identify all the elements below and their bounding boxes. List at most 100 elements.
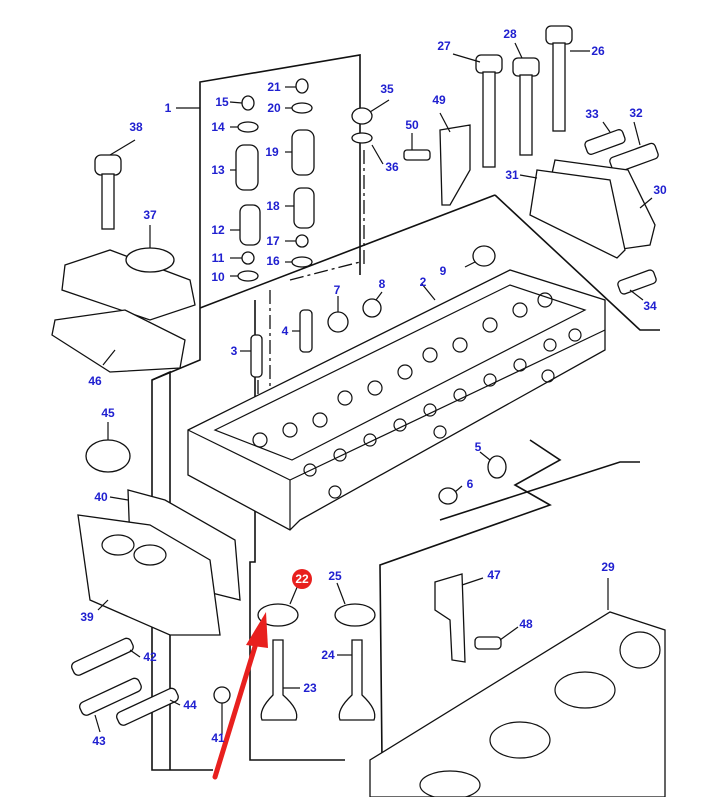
part-label-16-spring-seat[interactable]: 16 [266, 254, 280, 268]
assembly-boundary [439, 461, 640, 521]
part-label-46-outlet-gasket[interactable]: 46 [88, 374, 102, 388]
part-label-40-thermostat-gasket[interactable]: 40 [94, 490, 108, 504]
gasket-bores [419, 631, 661, 797]
part-label-49-lifting-bracket[interactable]: 49 [432, 93, 446, 107]
part-label-12-inner-valve-spring[interactable]: 12 [211, 223, 225, 237]
part-label-35-plug[interactable]: 35 [380, 82, 394, 96]
part-label-10-spring-seat[interactable]: 10 [211, 270, 225, 284]
cover-gasket [529, 169, 626, 259]
part-label-18-inner-valve-spring[interactable]: 18 [266, 199, 280, 213]
part-label-19-outer-valve-spring[interactable]: 19 [265, 145, 279, 159]
part-label-23-intake-valve[interactable]: 23 [303, 681, 317, 695]
part-label-7-plug[interactable]: 7 [333, 283, 341, 297]
plug [472, 245, 496, 267]
part-label-14-spring-retainer[interactable]: 14 [211, 120, 225, 134]
assembly-boundary [379, 439, 562, 761]
part-label-22-valve-seat-insert[interactable]: 22 [292, 569, 312, 589]
part-label-39-thermostat-housing[interactable]: 39 [80, 610, 94, 624]
lifting-bracket [439, 124, 471, 206]
housing-port [133, 544, 167, 566]
part-label-41-plug[interactable]: 41 [211, 731, 225, 745]
part-label-9-plug[interactable]: 9 [439, 264, 447, 278]
plug [362, 298, 382, 318]
plug [351, 107, 373, 125]
part-label-42-bolt[interactable]: 42 [143, 650, 157, 664]
bolt [101, 173, 115, 230]
plug [327, 311, 349, 333]
part-label-50-bolt[interactable]: 50 [405, 118, 419, 132]
part-label-45-thermostat[interactable]: 45 [101, 406, 115, 420]
valve-seat-insert [334, 603, 376, 627]
part-label-28-head-bolt[interactable]: 28 [503, 27, 517, 41]
plug [438, 487, 458, 505]
assembly-boundary [199, 54, 361, 275]
cylinder-head [187, 269, 606, 531]
part-label-48-bolt[interactable]: 48 [519, 617, 533, 631]
part-label-26-head-bolt[interactable]: 26 [591, 44, 605, 58]
housing-port [101, 534, 135, 556]
part-label-47-lifting-bracket[interactable]: 47 [487, 568, 501, 582]
water-outlet-housing [61, 249, 196, 321]
bolt [79, 677, 142, 716]
part-label-36-washer[interactable]: 36 [385, 160, 399, 174]
part-label-29-head-gasket[interactable]: 29 [601, 560, 615, 574]
thermostat [85, 439, 131, 473]
part-label-20-spring-retainer[interactable]: 20 [267, 101, 281, 115]
part-label-27-head-bolt[interactable]: 27 [437, 39, 451, 53]
part-label-3-valve-guide[interactable]: 3 [230, 344, 238, 358]
bolt [94, 154, 122, 176]
outlet-gasket [51, 309, 186, 373]
part-label-37-water-outlet-housing[interactable]: 37 [143, 208, 157, 222]
part-label-1-cylinder-head-assembly[interactable]: 1 [164, 101, 172, 115]
part-label-31-cover-gasket[interactable]: 31 [505, 168, 519, 182]
part-label-32-bolt[interactable]: 32 [629, 106, 643, 120]
head-bolts [475, 25, 573, 168]
head-gasket [369, 611, 666, 797]
valve-guide [250, 334, 263, 378]
part-label-5-seal-ring[interactable]: 5 [474, 440, 482, 454]
part-label-44-bolt[interactable]: 44 [183, 698, 197, 712]
highlight-arrow [212, 612, 268, 780]
bolt [474, 636, 502, 650]
bolt [617, 269, 657, 295]
valve-spring-set [235, 78, 315, 282]
part-label-17-valve-stem-seal[interactable]: 17 [266, 234, 280, 248]
washer [351, 132, 373, 144]
assembly-boundary [494, 194, 660, 331]
centerline [289, 261, 361, 281]
assembly-boundary [151, 370, 171, 770]
part-label-15-valve-cotter[interactable]: 15 [215, 95, 229, 109]
bolt [71, 637, 134, 676]
part-label-11-valve-stem-seal[interactable]: 11 [211, 251, 225, 265]
part-label-43-bolt[interactable]: 43 [92, 734, 106, 748]
part-label-21-valve-cotter[interactable]: 21 [267, 80, 281, 94]
exhaust-valve [338, 639, 376, 721]
leader-lines [94, 42, 653, 735]
part-label-8-plug[interactable]: 8 [378, 277, 386, 291]
part-label-24-exhaust-valve[interactable]: 24 [321, 648, 335, 662]
thermostat-housing [77, 514, 221, 636]
intake-valve [260, 639, 298, 721]
assembly-boundary [199, 194, 496, 309]
water-outlet-neck [125, 247, 175, 273]
seal-ring [487, 455, 507, 479]
bolt [116, 687, 179, 726]
part-label-25-valve-seat-insert[interactable]: 25 [328, 569, 342, 583]
part-label-33-bolt[interactable]: 33 [585, 107, 599, 121]
part-label-13-outer-valve-spring[interactable]: 13 [211, 163, 225, 177]
part-label-4-valve-guide[interactable]: 4 [281, 324, 289, 338]
bolt [403, 149, 431, 161]
part-label-6-plug[interactable]: 6 [466, 477, 474, 491]
part-label-2-cylinder-head[interactable]: 2 [419, 275, 427, 289]
plug [213, 686, 231, 704]
valve-seat-insert [257, 603, 299, 627]
valve-guide [299, 309, 313, 353]
bolt [584, 129, 626, 155]
lifting-bracket [434, 573, 466, 663]
part-label-30-cover-plate[interactable]: 30 [653, 183, 667, 197]
bolt [609, 142, 659, 174]
part-label-34-bolt[interactable]: 34 [643, 299, 657, 313]
part-label-38-bolt[interactable]: 38 [129, 120, 143, 134]
